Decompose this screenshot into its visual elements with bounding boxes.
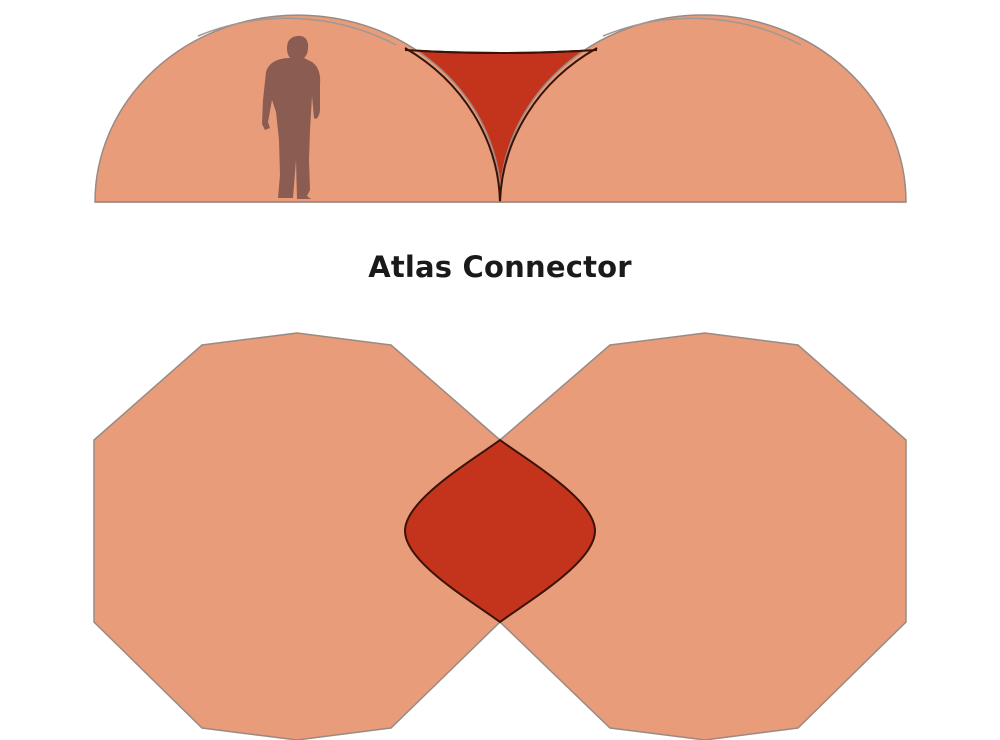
connector-plan [403, 438, 597, 624]
connector-edge-left [404, 47, 501, 203]
left-dome-plan [93, 332, 501, 740]
side-view [94, 14, 907, 203]
right-cover-arc [602, 17, 802, 46]
connector-edge-top [404, 49, 598, 54]
diagram-title: Atlas Connector [368, 250, 632, 284]
right-dome-plan [499, 332, 907, 740]
connector-edge-right [499, 47, 598, 203]
top-view [93, 332, 907, 740]
left-cover-arc [197, 17, 397, 46]
right-dome-side [499, 14, 907, 203]
person-silhouette-icon [262, 35, 321, 199]
